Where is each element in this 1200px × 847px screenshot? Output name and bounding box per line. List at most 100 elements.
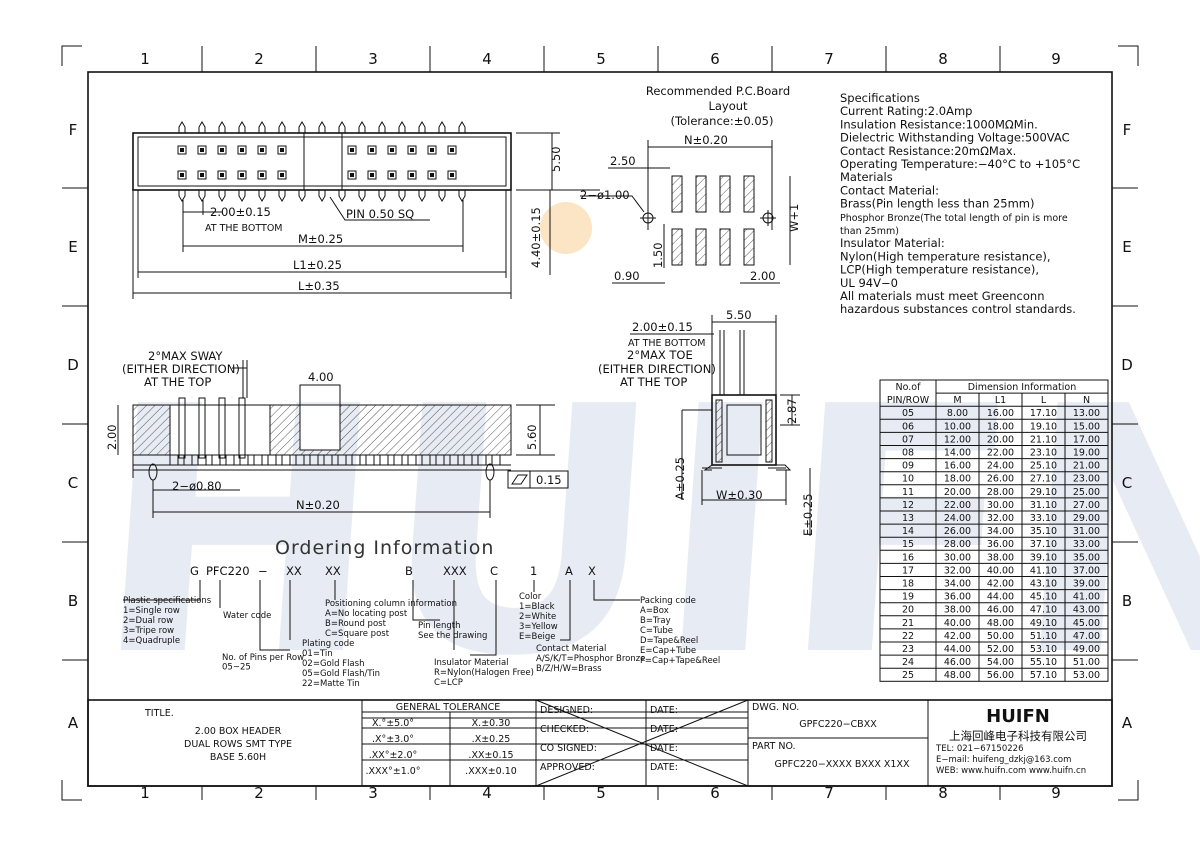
dim-at-bottom: AT THE BOTTOM <box>205 223 283 234</box>
tol-angle: .XXX°±1.0° <box>365 766 420 777</box>
spec-line: LCP(High temperature resistance), <box>840 263 1039 277</box>
insulator: R=Nylon(Halogen Free) <box>434 668 534 678</box>
table-cell: 31.00 <box>1073 526 1100 537</box>
packing-code: E=Cap+Tube <box>640 646 696 656</box>
table-cell: 42.00 <box>944 631 971 642</box>
table-cell: 43.00 <box>1073 605 1100 616</box>
plating-code: 02=Gold Flash <box>302 659 364 669</box>
table-cell: 21.10 <box>1030 434 1057 445</box>
pin-core <box>180 173 184 177</box>
pin-tip <box>318 190 326 202</box>
spec-line: UL 94V−0 <box>840 276 898 290</box>
table-header: M <box>953 395 961 406</box>
packing-code: F=Cap+Tape&Reel <box>640 656 720 666</box>
table-cell: 44.00 <box>944 644 971 655</box>
leader-line <box>560 580 571 641</box>
table-cell: 16 <box>902 552 914 563</box>
pin-length: Pin length <box>418 621 460 631</box>
table-cell: 29.10 <box>1030 487 1057 498</box>
pin-square <box>427 170 437 180</box>
table-cell: 15 <box>902 539 914 550</box>
table-cell: 22 <box>902 631 914 642</box>
code-part: X <box>588 564 596 578</box>
color: 3=Yellow <box>519 622 558 632</box>
pin-core <box>370 148 374 152</box>
positioning: B=Round post <box>325 619 387 629</box>
pin-square <box>387 170 397 180</box>
table-cell: 54.00 <box>987 657 1014 668</box>
table-cell: 08 <box>902 448 914 459</box>
pin-tip <box>438 190 446 202</box>
table-cell: 37.00 <box>1073 565 1100 576</box>
pcb-pad <box>695 228 707 266</box>
table-cell: 37.10 <box>1030 539 1057 550</box>
front-view: 2°MAX SWAY (EITHER DIRECTION) AT THE TOP… <box>105 349 569 518</box>
table-cell: 30.00 <box>987 500 1014 511</box>
table-cell: 26.00 <box>944 526 971 537</box>
pin-core <box>430 173 434 177</box>
pin-tip <box>418 121 426 133</box>
pin-core <box>220 148 224 152</box>
column-label: 5 <box>596 50 606 68</box>
table-header: L <box>1041 395 1047 406</box>
pin-tip <box>338 121 346 133</box>
pin-square <box>277 170 287 180</box>
table-cell: 36.00 <box>944 592 971 603</box>
table-cell: 46.00 <box>944 657 971 668</box>
tol-angle: .XX°±2.0° <box>369 750 418 761</box>
code-part: PFC220 <box>206 564 250 578</box>
spec-line: Insulation Resistance:1000MΩMin. <box>840 117 1038 131</box>
table-cell: 42.00 <box>987 579 1014 590</box>
table-cell: 27.00 <box>1073 500 1100 511</box>
pin-tip <box>278 190 286 202</box>
column-label: 1 <box>140 784 150 802</box>
title-frame <box>87 699 1113 787</box>
dim-5-60: 5.60 <box>525 424 539 450</box>
side-dim-550: 5.50 <box>726 308 752 322</box>
column-label: 5 <box>596 784 606 802</box>
web: WEB: www.huifn.com www.huifn.cn <box>936 766 1086 776</box>
pin-square <box>407 145 417 155</box>
dim-4-40: 4.40±0.15 <box>529 207 543 268</box>
table-cell: 52.00 <box>987 644 1014 655</box>
tel: TEL: 021−67150226 <box>935 744 1023 754</box>
table-cell: 21 <box>902 618 914 629</box>
color: Color <box>519 592 542 602</box>
pin-square <box>447 170 457 180</box>
column-ticks <box>201 46 1001 800</box>
pin-tip <box>258 190 266 202</box>
pin-core <box>240 173 244 177</box>
code-part: XX <box>286 564 302 578</box>
table-cell: 09 <box>902 461 914 472</box>
code-part: G <box>190 564 199 578</box>
table-cell: 50.00 <box>987 631 1014 642</box>
pcb-pad <box>719 228 731 266</box>
row-label: D <box>67 356 79 374</box>
spec-line: Operating Temperature:−40°C to +105°C <box>840 157 1080 171</box>
row-label: C <box>68 474 78 492</box>
contact-material: B/Z/H/W=Brass <box>536 664 602 674</box>
pin-square <box>197 170 207 180</box>
contact-material: Contact Material <box>536 644 606 654</box>
pin-square <box>277 145 287 155</box>
pin-square <box>217 170 227 180</box>
pin-core <box>260 173 264 177</box>
pin-core <box>350 173 354 177</box>
table-cell: 40.00 <box>987 565 1014 576</box>
table-cell: 20 <box>902 605 914 616</box>
table-header: N <box>1083 395 1090 406</box>
sway-3: AT THE TOP <box>144 375 211 389</box>
table-cell: 14.00 <box>944 448 971 459</box>
watermark: HUIFN <box>84 335 1200 731</box>
pcb-dim-150: 1.50 <box>651 242 665 268</box>
column-label: 2 <box>254 50 264 68</box>
pin-square <box>217 145 227 155</box>
table-cell: 23 <box>902 644 914 655</box>
table-cell: 12 <box>902 500 914 511</box>
title-line: DUAL ROWS SMT TYPE <box>184 739 292 750</box>
pin <box>198 397 206 459</box>
side-view: 2.00±0.15 AT THE BOTTOM 2°MAX TOE (EITHE… <box>598 308 815 536</box>
